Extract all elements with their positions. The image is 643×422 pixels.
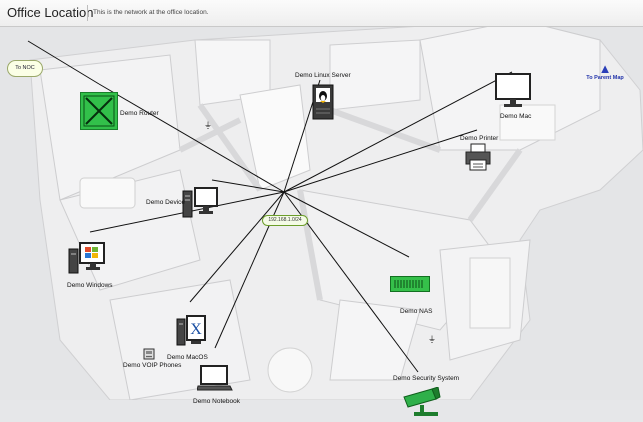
linux-server-node[interactable] [311, 83, 335, 121]
windows-node[interactable] [68, 241, 106, 275]
voip-label: Demo VOIP Phones [123, 362, 182, 369]
nas-icon [390, 276, 430, 292]
macos-pc-icon: X [176, 315, 206, 346]
router-label: Demo Router [120, 110, 159, 117]
windows-label: Demo Windows [67, 282, 113, 289]
monitor-icon [495, 73, 531, 107]
nas-label: Demo NAS [400, 308, 433, 315]
arrow-up-icon: ▲ [598, 61, 612, 76]
network-indicator-icon: ⏚ [204, 121, 212, 130]
linux-server-icon [312, 84, 334, 120]
printer-label: Demo Printer [460, 135, 499, 142]
noc-link-cloud[interactable]: To NOC [7, 60, 43, 77]
notebook-label: Demo Notebook [193, 398, 240, 405]
printer-node[interactable] [465, 143, 491, 171]
svg-text:X: X [190, 321, 202, 338]
parent-map-label: To Parent Map [586, 75, 624, 81]
page-description: This is the network at the office locati… [93, 9, 209, 16]
voip-node[interactable] [143, 347, 155, 360]
mac-label: Demo Mac [500, 113, 532, 120]
desktop-icon [182, 187, 218, 218]
phone-icon [143, 348, 155, 360]
windows-pc-icon [68, 242, 105, 274]
header-divider [87, 5, 88, 21]
macos-node[interactable]: X [176, 315, 206, 349]
network-map-canvas[interactable]: To NOC ▲ To Parent Map 192.168.1.0/24 De… [0, 27, 643, 416]
router-icon [80, 92, 118, 130]
subnet-hub[interactable]: 192.168.1.0/24 [262, 215, 308, 226]
laptop-icon [196, 365, 233, 391]
linux-server-label: Demo Linux Server [295, 72, 351, 79]
device-node[interactable] [182, 187, 218, 221]
router-node[interactable] [80, 92, 118, 130]
security-node[interactable] [402, 386, 442, 417]
map-header: Office Location This is the network at t… [0, 0, 643, 27]
device-label: Demo Device [146, 199, 186, 206]
nas-node[interactable] [390, 276, 430, 292]
security-label: Demo Security System [393, 375, 460, 382]
network-indicator-icon: ⏚ [428, 335, 436, 344]
parent-map-link[interactable]: ▲ To Parent Map [580, 61, 630, 89]
notebook-node[interactable] [196, 365, 233, 393]
macos-label: Demo MacOS [167, 354, 208, 361]
page-title: Office Location [7, 5, 94, 20]
security-camera-icon [403, 386, 441, 416]
printer-icon [465, 143, 491, 171]
mac-node[interactable] [495, 73, 531, 109]
